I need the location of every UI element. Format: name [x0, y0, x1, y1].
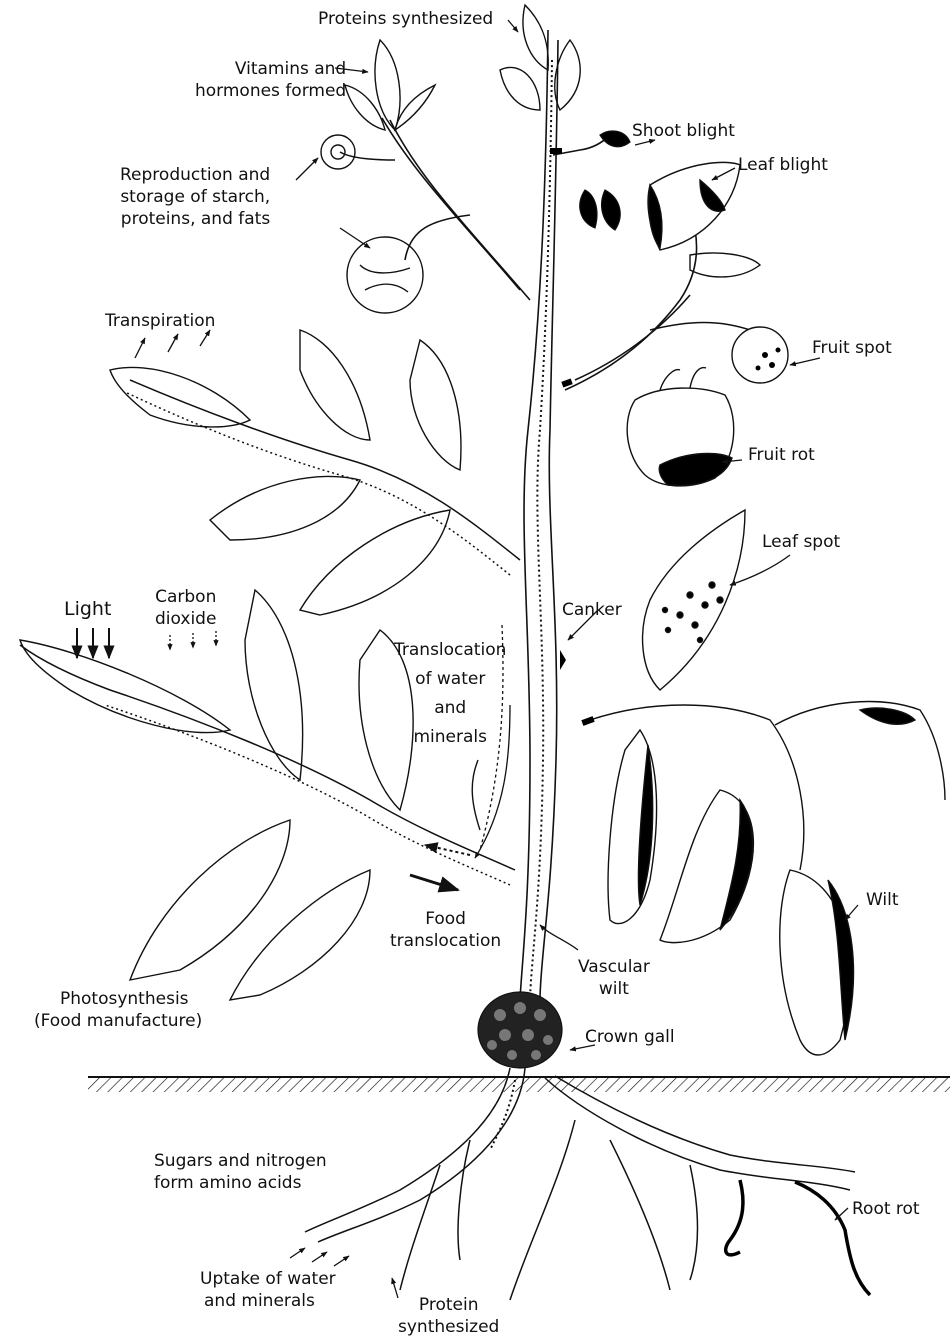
- label-carbon-dioxide: Carbon dioxide: [155, 586, 216, 630]
- label-protein-synthesized: Protein synthesized: [398, 1294, 499, 1338]
- label-food-translocation: Food translocation: [390, 908, 501, 952]
- label-transpiration: Transpiration: [105, 310, 215, 332]
- label-photosynthesis-line2: (Food manufacture): [34, 1010, 202, 1032]
- label-reproduction-line1: Reproduction and: [120, 164, 270, 186]
- label-photosynthesis: Photosynthesis (Food manufacture): [34, 988, 202, 1032]
- stem-lesions: [550, 148, 595, 726]
- label-fruit-rot: Fruit rot: [748, 444, 815, 466]
- label-crown-gall: Crown gall: [585, 1026, 675, 1048]
- label-uptake: Uptake of water and minerals: [200, 1268, 336, 1312]
- label-translocation: Translocation of water and minerals: [394, 636, 506, 752]
- label-photosynthesis-line1: Photosynthesis: [34, 988, 202, 1010]
- label-carbon-dioxide-line1: Carbon: [155, 586, 216, 608]
- label-food-translocation-line1: Food: [390, 908, 501, 930]
- label-wilt: Wilt: [866, 889, 899, 911]
- label-translocation-line3: and: [394, 694, 506, 723]
- leaf-spot-leaf: [643, 510, 745, 690]
- label-root-rot: Root rot: [852, 1198, 920, 1220]
- label-vascular-wilt-line1: Vascular: [578, 956, 650, 978]
- label-uptake-line2: and minerals: [200, 1290, 336, 1312]
- label-protein-synthesized-line1: Protein: [398, 1294, 499, 1316]
- label-translocation-line1: Translocation: [394, 636, 506, 665]
- label-vitamins: Vitamins and hormones formed: [195, 58, 346, 102]
- label-light: Light: [64, 598, 111, 620]
- label-uptake-line1: Uptake of water: [200, 1268, 336, 1290]
- leaf-blight-leaf: [648, 162, 760, 277]
- label-vascular-wilt: Vascular wilt: [578, 956, 650, 1000]
- shoot-blight-lesions: [580, 131, 630, 230]
- label-sugars-line2: form amino acids: [154, 1172, 327, 1194]
- main-stem: [520, 30, 558, 1000]
- label-canker: Canker: [562, 599, 622, 621]
- label-reproduction: Reproduction and storage of starch, prot…: [120, 164, 270, 230]
- label-reproduction-line3: proteins, and fats: [120, 208, 270, 230]
- label-fruit-spot: Fruit spot: [812, 337, 892, 359]
- label-food-translocation-line2: translocation: [390, 930, 501, 952]
- crown-gall: [478, 992, 562, 1068]
- soil-surface: [88, 1077, 950, 1092]
- label-leaf-spot: Leaf spot: [762, 531, 840, 553]
- label-protein-synthesized-line2: synthesized: [398, 1316, 499, 1338]
- roots: [305, 1068, 855, 1300]
- label-leaf-blight: Leaf blight: [738, 154, 828, 176]
- rotting-fruit: [627, 368, 734, 486]
- flower-and-fruit: [321, 135, 423, 313]
- label-vitamins-line1: Vitamins and: [195, 58, 346, 80]
- label-translocation-line4: minerals: [394, 723, 506, 752]
- label-sugars: Sugars and nitrogen form amino acids: [154, 1150, 327, 1194]
- label-proteins-synthesized: Proteins synthesized: [318, 8, 493, 30]
- wilted-leaves: [590, 702, 945, 1055]
- label-vitamins-line2: hormones formed: [195, 80, 346, 102]
- label-translocation-line2: of water: [394, 665, 506, 694]
- label-sugars-line1: Sugars and nitrogen: [154, 1150, 327, 1172]
- label-reproduction-line2: storage of starch,: [120, 186, 270, 208]
- root-rot: [726, 1180, 870, 1295]
- left-branches: [20, 380, 520, 885]
- label-shoot-blight: Shoot blight: [632, 120, 735, 142]
- label-carbon-dioxide-line2: dioxide: [155, 608, 216, 630]
- spotted-fruit: [732, 327, 788, 383]
- label-vascular-wilt-line2: wilt: [578, 978, 650, 1000]
